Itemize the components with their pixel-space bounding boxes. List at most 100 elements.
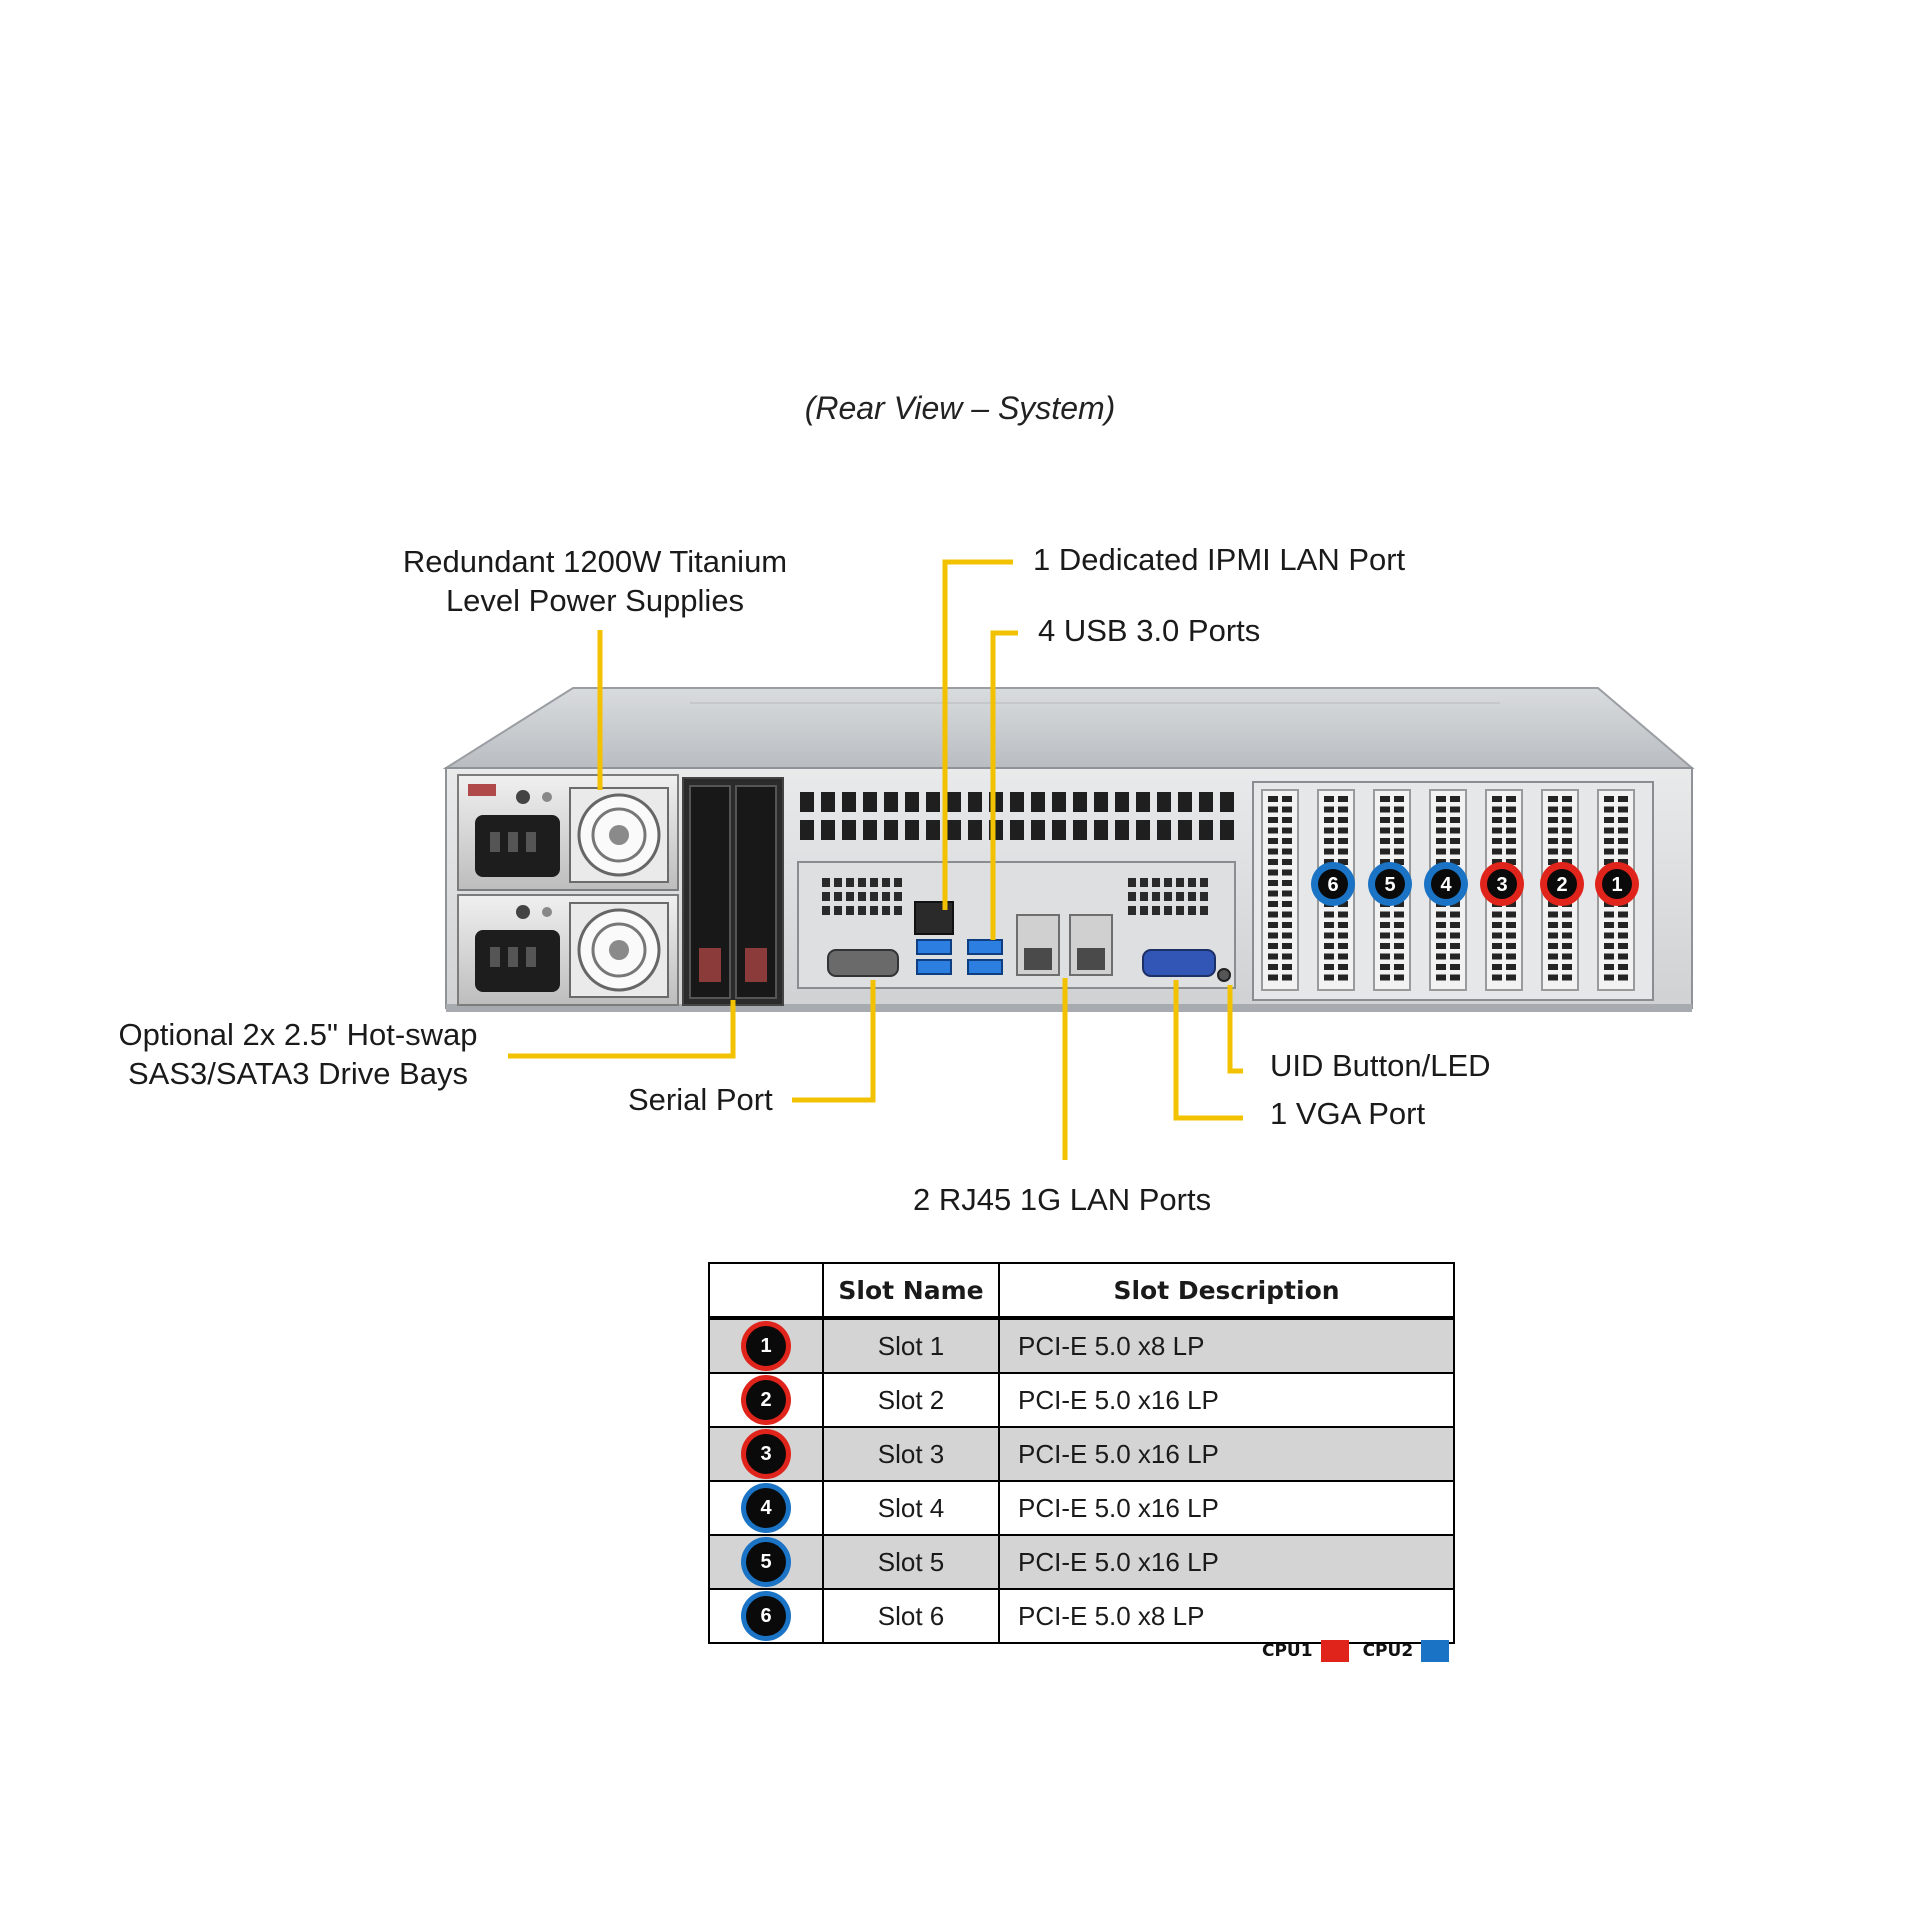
vent-hole [1164,878,1172,887]
vent-hole [1094,792,1108,812]
power-supply-unit-2 [457,894,679,1006]
lan-ports-label: 2 RJ45 1G LAN Ports [913,1182,1212,1217]
vent-hole [822,878,830,887]
vent-hole [1200,878,1208,887]
vent-hole [821,820,835,840]
table-header-row: Slot Name Slot Description [708,1262,1455,1320]
vent-hole [905,792,919,812]
slot-number-cell: 2 [708,1372,824,1428]
vent-hole [1220,820,1234,840]
vent-hole [1152,878,1160,887]
vent-hole [882,906,890,915]
slot-badge-number: 4 [1440,874,1452,896]
slot-name-cell: Slot 5 [822,1534,1000,1590]
vent-hole [1188,878,1196,887]
vent-hole [905,820,919,840]
vent-hole [800,792,814,812]
vent-hole [1010,820,1024,840]
vent-hole [968,792,982,812]
header-slot-description: Slot Description [998,1262,1455,1320]
vent-hole [1164,892,1172,901]
cpu-legend: CPU1 CPU2 [1262,1640,1463,1662]
vent-hole [800,820,814,840]
slot-description-cell: PCI-E 5.0 x16 LP [998,1372,1455,1428]
slot-name-cell: Slot 2 [822,1372,1000,1428]
usb-ports-label: 4 USB 3.0 Ports [1038,613,1261,648]
vent-hole [1128,906,1136,915]
callout-line [792,980,876,1103]
slot-number-badge: 6 [746,1596,786,1636]
usb-port [967,939,1003,955]
io-shield-vents [822,878,1208,915]
vent-hole [1031,820,1045,840]
diagram-caption: (Rear View – System) [804,390,1116,426]
vent-hole [1128,892,1136,901]
vent-hole [882,878,890,887]
slot-number-cell: 6 [708,1588,824,1644]
vent-hole [1052,792,1066,812]
callout-line [508,1000,736,1059]
slot-description-cell: PCI-E 5.0 x8 LP [998,1588,1455,1644]
pcie-bracket [1261,789,1299,991]
slot-number-badge: 4 [746,1488,786,1528]
slot-number-cell: 1 [708,1317,824,1374]
slot-description-cell: PCI-E 5.0 x16 LP [998,1534,1455,1590]
vent-hole [1115,820,1129,840]
vent-hole [947,792,961,812]
usb-port [916,959,952,975]
vent-hole [894,906,902,915]
slot-badge-number: 6 [1327,874,1338,896]
callout-line [942,559,1013,910]
usb-port [916,939,952,955]
vent-hole [870,906,878,915]
vent-hole [870,892,878,901]
vent-hole [894,892,902,901]
vent-hole [1164,906,1172,915]
slot-badge-2: 2 [1540,862,1584,906]
vent-hole [834,906,842,915]
vent-hole [884,792,898,812]
vent-hole [858,878,866,887]
power-supplies-label: Redundant 1200W Titanium Level Power Sup… [402,544,788,618]
uid-button-label: UID Button/LED [1270,1048,1491,1083]
vent-hole [1200,906,1208,915]
vent-hole [1152,892,1160,901]
chassis-top-lid [442,687,1695,769]
uid-button [1217,968,1231,982]
vent-hole [1199,792,1213,812]
drive-bays [682,777,784,1006]
ipmi-lan-port [914,901,954,935]
slot-badge-number: 5 [1384,874,1395,896]
slot-description-cell: PCI-E 5.0 x16 LP [998,1426,1455,1482]
vent-hole [1188,906,1196,915]
callout-line [1227,985,1243,1074]
vent-hole [894,878,902,887]
vent-hole [1115,792,1129,812]
vent-hole [822,906,830,915]
vent-hole [1073,792,1087,812]
vent-hole [821,792,835,812]
vent-hole [1052,820,1066,840]
vent-hole [846,906,854,915]
legend-cpu2-label: CPU2 [1362,1641,1414,1661]
vent-hole [870,878,878,887]
slot-badge-5: 5 [1368,862,1412,906]
slot-name-cell: Slot 6 [822,1588,1000,1644]
slot-name-cell: Slot 3 [822,1426,1000,1482]
slot-badge-number: 3 [1496,874,1507,896]
vent-hole [1152,906,1160,915]
slot-name-cell: Slot 4 [822,1480,1000,1536]
slot-description-cell: PCI-E 5.0 x8 LP [998,1317,1455,1374]
slot-number-cell: 3 [708,1426,824,1482]
vent-hole [1199,820,1213,840]
vent-hole [1031,792,1045,812]
vga-port-label: 1 VGA Port [1270,1096,1426,1131]
slot-badge-3: 3 [1480,862,1524,906]
vent-hole [1220,792,1234,812]
legend-cpu1-swatch [1320,1640,1349,1662]
